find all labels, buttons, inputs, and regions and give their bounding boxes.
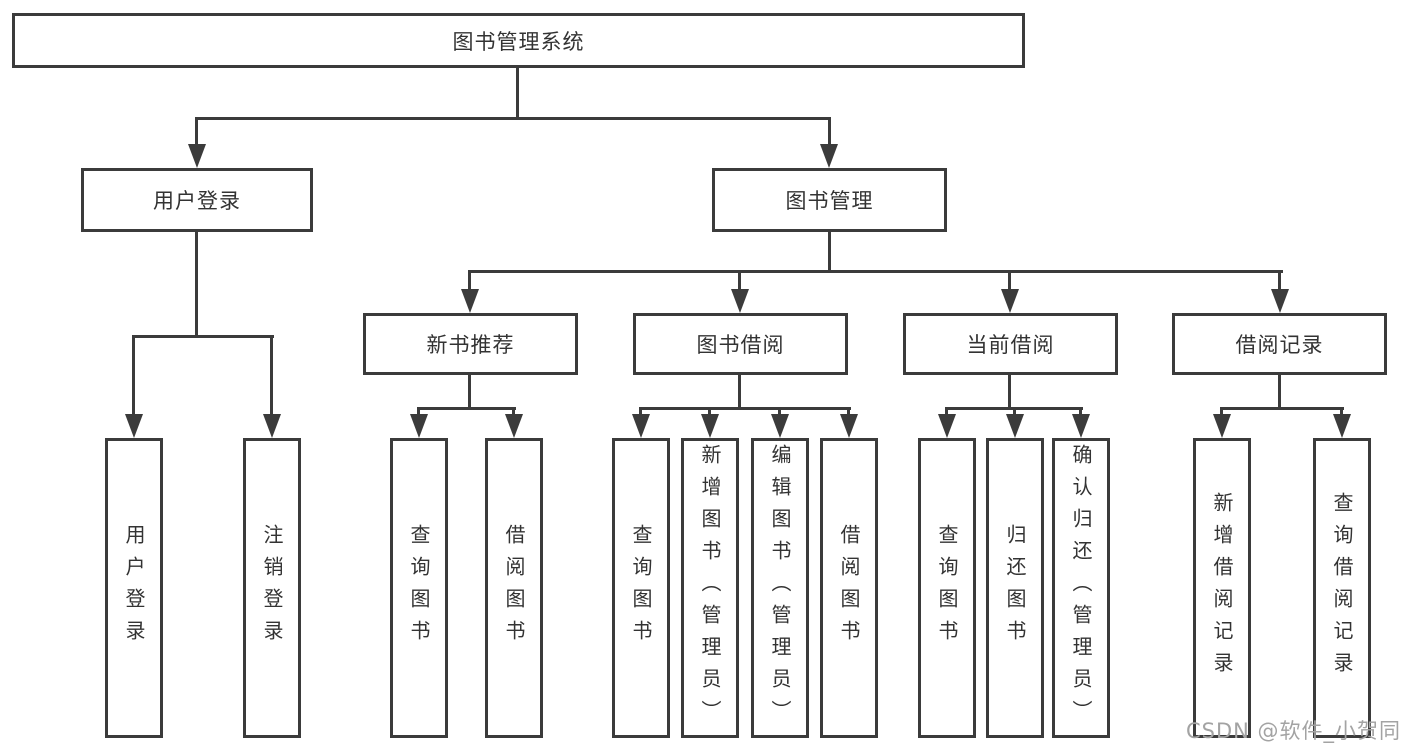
connector [195,117,198,145]
leaf-logout: 注销登录 [243,438,301,738]
arrowhead [125,414,143,438]
leaf-rec-add-record: 新增借阅记录 [1193,438,1251,738]
leaf-user-login-label: 用户登录 [122,524,146,652]
leaf-bw-edit-books-admin: 编辑图书（管理员） [751,438,809,738]
leaf-rec-query-record-label: 查询借阅记录 [1330,492,1354,684]
node-book-management-label: 图书管理 [785,189,874,213]
connector [468,270,471,290]
node-root-label: 图书管理系统 [452,29,585,54]
connector [639,407,642,416]
arrowhead [1213,414,1231,438]
node-root: 图书管理系统 [12,13,1025,68]
node-book-borrow-label: 图书借阅 [696,333,785,357]
arrowhead [1006,414,1024,438]
watermark: CSDN @软件_小贺同学 [1186,719,1402,743]
connector [516,68,519,118]
arrowhead [188,144,206,168]
connector [778,407,781,416]
leaf-bw-borrow-books-label: 借阅图书 [837,524,861,652]
node-new-book-recommend-label: 新书推荐 [426,333,515,357]
leaf-user-login: 用户登录 [105,438,163,738]
leaf-rec-add-record-label: 新增借阅记录 [1210,492,1234,684]
arrowhead [1072,414,1090,438]
connector [1079,407,1082,416]
leaf-nb-borrow-books-label: 借阅图书 [502,524,526,652]
connector [1278,375,1281,409]
connector [708,407,711,416]
node-book-borrow: 图书借阅 [633,313,848,375]
leaf-bw-add-books-admin: 新增图书（管理员） [681,438,739,738]
connector [1008,270,1011,290]
connector [195,232,198,338]
connector [1340,407,1343,416]
connector [847,407,850,416]
node-book-management: 图书管理 [712,168,947,232]
connector [417,407,420,416]
arrowhead [938,414,956,438]
leaf-rec-query-record: 查询借阅记录 [1313,438,1371,738]
connector [945,407,948,416]
connector [468,270,1283,273]
leaf-bw-query-books-label: 查询图书 [629,524,653,652]
arrowhead [1001,289,1019,313]
leaf-bw-query-books: 查询图书 [612,438,670,738]
arrowhead [820,144,838,168]
leaf-nb-query-books-label: 查询图书 [407,524,431,652]
node-new-book-recommend: 新书推荐 [363,313,578,375]
node-user-login: 用户登录 [81,168,313,232]
node-borrow-records-label: 借阅记录 [1235,333,1324,357]
node-current-borrow-label: 当前借阅 [966,333,1055,357]
leaf-cur-return-books: 归还图书 [986,438,1044,738]
leaf-cur-query-books: 查询图书 [918,438,976,738]
arrowhead [1271,289,1289,313]
arrowhead [771,414,789,438]
connector [738,375,741,409]
node-user-login-label: 用户登录 [153,189,241,213]
connector [417,407,516,410]
connector [132,335,274,338]
connector [828,232,831,273]
connector [1278,270,1281,290]
leaf-cur-return-books-label: 归还图书 [1003,524,1027,652]
leaf-bw-add-books-admin-label: 新增图书（管理员） [698,444,722,732]
connector [270,335,273,415]
leaf-logout-label: 注销登录 [260,524,284,652]
connector [1013,407,1016,416]
leaf-cur-confirm-return-admin-label: 确认归还（管理员） [1069,444,1093,732]
node-borrow-records: 借阅记录 [1172,313,1387,375]
arrowhead [1333,414,1351,438]
arrowhead [263,414,281,438]
connector [195,117,831,120]
arrowhead [632,414,650,438]
connector [639,407,851,410]
leaf-nb-borrow-books: 借阅图书 [485,438,543,738]
connector [738,270,741,290]
leaf-cur-confirm-return-admin: 确认归还（管理员） [1052,438,1110,738]
leaf-bw-borrow-books: 借阅图书 [820,438,878,738]
leaf-bw-edit-books-admin-label: 编辑图书（管理员） [768,444,792,732]
arrowhead [410,414,428,438]
arrowhead [701,414,719,438]
connector [828,117,831,145]
connector [132,335,135,415]
node-current-borrow: 当前借阅 [903,313,1118,375]
connector [512,407,515,416]
connector [1008,375,1011,409]
arrowhead [461,289,479,313]
arrowhead [731,289,749,313]
arrowhead [505,414,523,438]
arrowhead [840,414,858,438]
connector [1220,407,1344,410]
leaf-nb-query-books: 查询图书 [390,438,448,738]
connector [1220,407,1223,416]
connector [468,375,471,409]
leaf-cur-query-books-label: 查询图书 [935,524,959,652]
